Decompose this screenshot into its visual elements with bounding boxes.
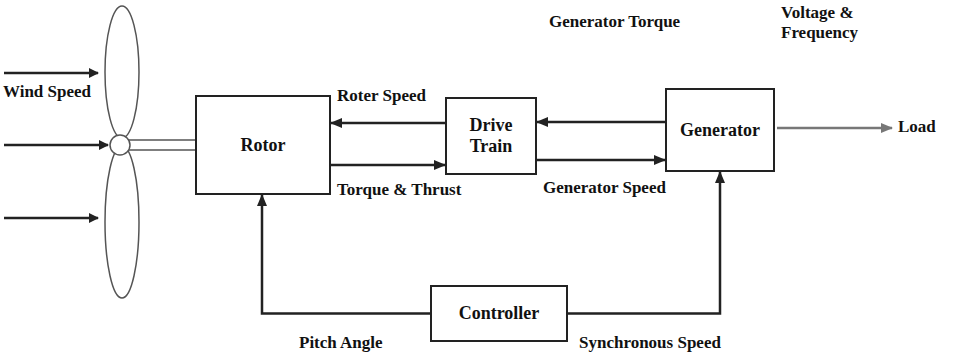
- turbine-blade: [105, 6, 139, 138]
- node-label: Generator: [680, 120, 760, 141]
- rotor-shaft: [128, 139, 195, 141]
- signal-label: Pitch Angle: [298, 333, 384, 353]
- node-label: Rotor: [241, 135, 286, 156]
- signal-label: Generator Torque: [548, 12, 681, 32]
- load-label: Load: [897, 117, 937, 137]
- signal-label: Torque & Thrust: [336, 180, 462, 200]
- rotor-shaft: [128, 149, 195, 151]
- signal-arrow: [537, 121, 665, 124]
- wind-arrow: [4, 144, 108, 147]
- controller-box: Controller: [430, 285, 568, 342]
- output-arrow: [777, 127, 892, 130]
- signal-arrow: [537, 159, 665, 162]
- signal-arrow: [331, 164, 445, 167]
- generator-box: Generator: [665, 88, 775, 172]
- signal-label: Synchronous Speed: [578, 333, 722, 353]
- input-label: Wind Speed: [2, 82, 92, 102]
- signal-label: Roter Speed: [336, 86, 427, 106]
- node-label: Controller: [459, 303, 540, 324]
- drive-train-box: Drive Train: [445, 97, 537, 175]
- signal-arrow: [262, 195, 430, 314]
- turbine-hub: [110, 135, 130, 155]
- node-label: Drive Train: [455, 115, 527, 156]
- signal-arrow: [331, 122, 445, 125]
- rotor-box: Rotor: [195, 95, 331, 195]
- wind-arrow: [4, 72, 98, 75]
- output-label: Voltage & Frequency: [780, 3, 882, 44]
- turbine-blade: [105, 146, 139, 298]
- wind-arrow: [4, 217, 98, 220]
- signal-label: Generator Speed: [542, 178, 667, 198]
